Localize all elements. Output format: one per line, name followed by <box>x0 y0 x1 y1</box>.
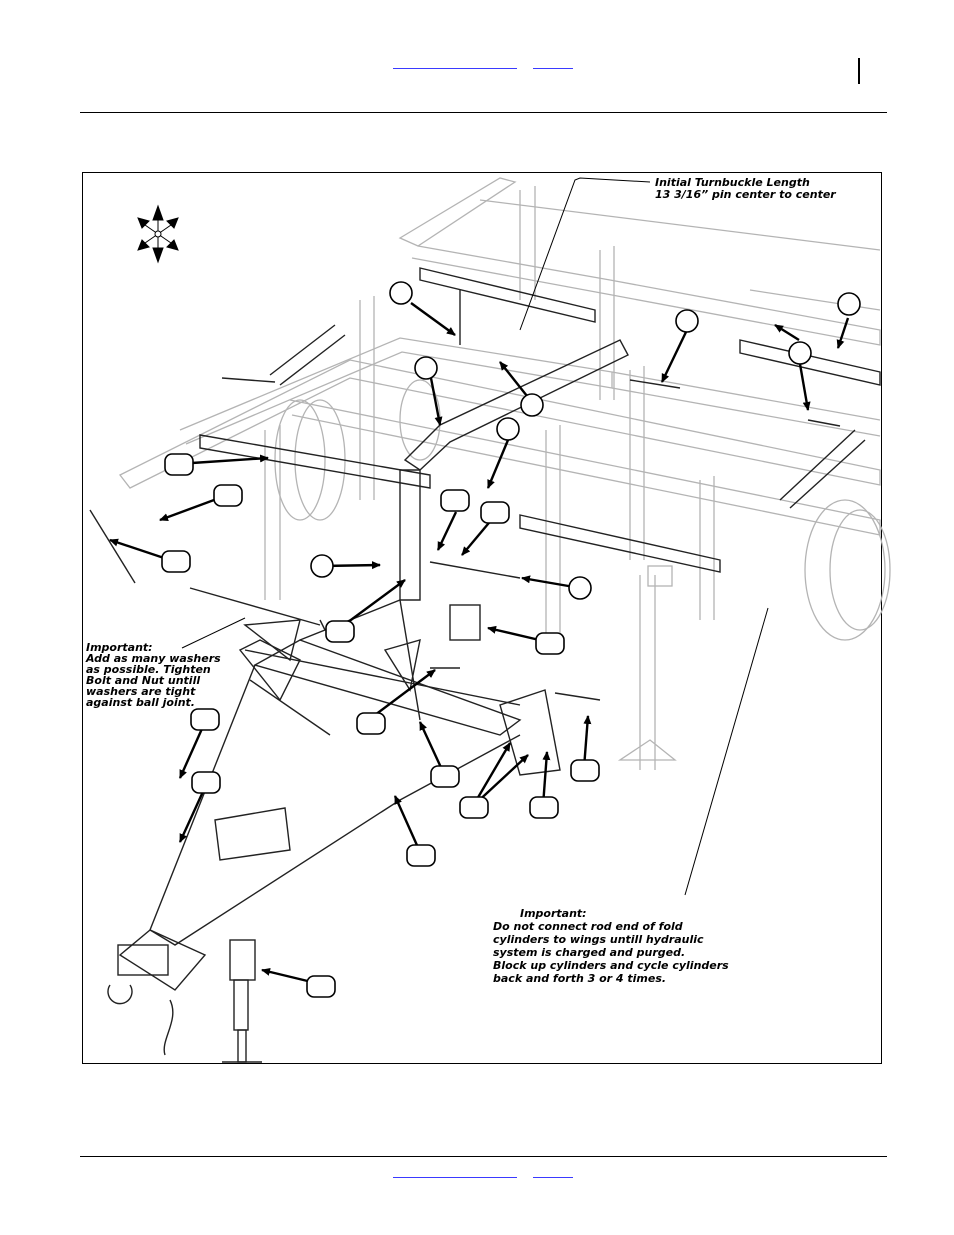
cylinders-note-line: system is charged and purged. <box>493 946 685 959</box>
footer-rule <box>80 1156 887 1157</box>
cylinders-note-line: Important: <box>520 907 587 920</box>
washers-note-line: Add as many washers <box>85 652 221 665</box>
header-rule <box>80 112 887 113</box>
washers-note-line: against ball joint. <box>86 696 195 709</box>
turnbuckle-note-line: 13 3/16” pin center to center <box>655 188 836 201</box>
callout-circles <box>161 281 861 998</box>
header-link-1[interactable] <box>393 68 517 69</box>
note-leaders <box>181 177 769 896</box>
cylinders-note: Important: Do not connect rod end of fol… <box>493 907 733 985</box>
header-page-marker <box>858 58 860 84</box>
figure-frame <box>82 172 882 1064</box>
header-link-2[interactable] <box>533 68 573 69</box>
cylinders-note-line: back and forth 3 or 4 times. <box>493 972 666 985</box>
components <box>89 267 881 1063</box>
cylinders-note-line: Block up cylinders and cycle cylinders <box>493 959 729 972</box>
footer-link-2[interactable] <box>533 1177 573 1178</box>
washers-note-line: washers are tight <box>86 685 196 698</box>
frame-structure <box>119 177 891 770</box>
washers-note-line: Important: <box>86 641 153 654</box>
washers-note-line: as possible. Tighten <box>86 663 211 676</box>
footer-link-1[interactable] <box>393 1177 517 1178</box>
compass-rose-icon <box>137 204 179 264</box>
cylinders-note-line: cylinders to wings untill hydraulic <box>493 933 704 946</box>
turnbuckle-note-line: Initial Turnbuckle Length <box>655 176 810 189</box>
washers-note-line: Bolt and Nut untill <box>86 674 200 687</box>
callout-leaders <box>109 302 850 986</box>
turnbuckle-note: Initial Turnbuckle Length 13 3/16” pin c… <box>655 176 836 201</box>
washers-note: Important: Add as many washers as possib… <box>85 641 225 709</box>
cylinders-note-line: Do not connect rod end of fold <box>493 920 683 933</box>
